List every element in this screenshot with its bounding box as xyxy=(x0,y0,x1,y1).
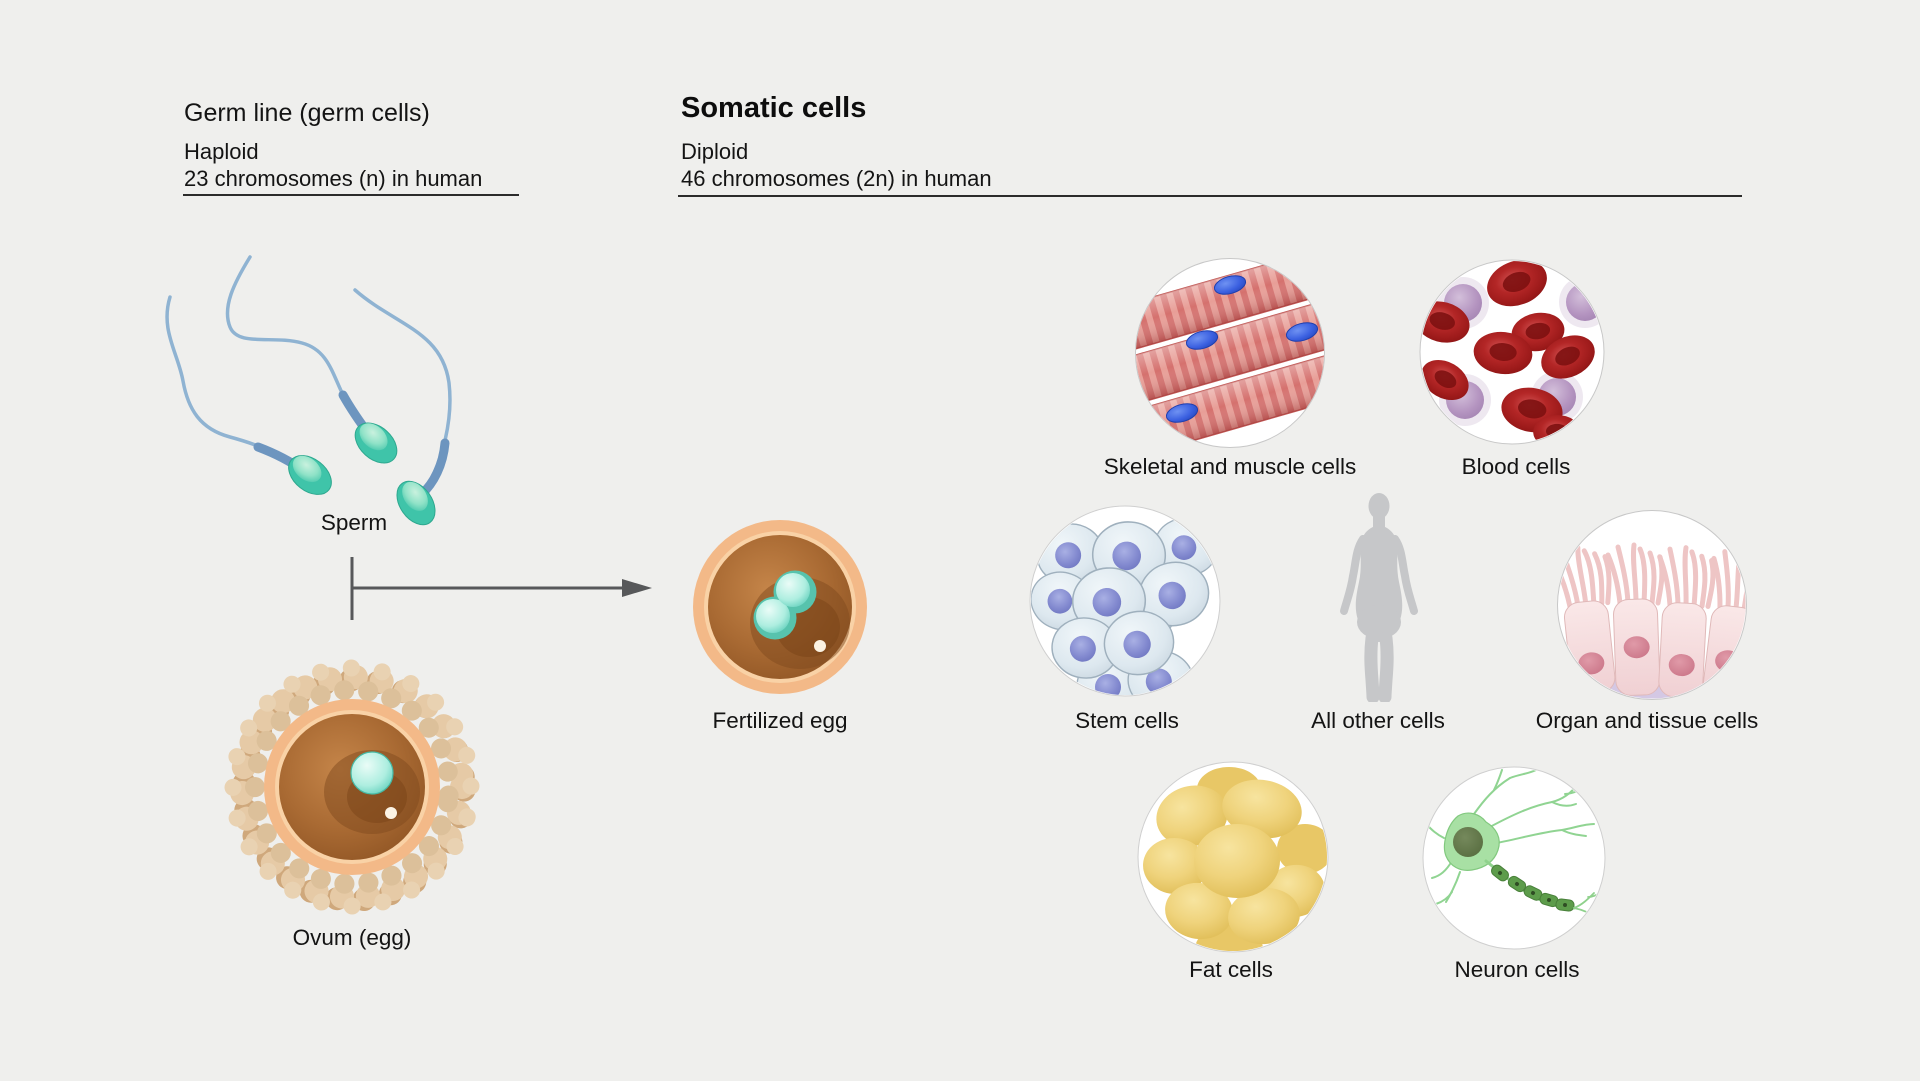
fertilized-egg-illustration xyxy=(693,520,867,694)
somatic-underline xyxy=(678,195,1742,197)
sperm-illustration xyxy=(165,255,452,526)
neuron-cells-illustration xyxy=(1422,766,1606,950)
germ-line-ploidy: Haploid xyxy=(184,139,259,164)
neuron-cells-label: Neuron cells xyxy=(1454,957,1580,982)
somatic-title: Somatic cells xyxy=(681,92,867,124)
stem-cells-illustration xyxy=(1029,505,1221,697)
ovum-illustration xyxy=(224,659,480,915)
ovum-label: Ovum (egg) xyxy=(292,925,412,950)
germ-line-underline xyxy=(183,194,519,196)
germ-line-chromosomes: 23 chromosomes (n) in human xyxy=(184,166,483,191)
germ-line-title: Germ line (germ cells) xyxy=(184,99,430,127)
fertilized-egg-label: Fertilized egg xyxy=(712,708,848,733)
somatic-chromosomes: 46 chromosomes (2n) in human xyxy=(681,166,992,191)
blood-cells-illustration xyxy=(1419,259,1605,445)
fertilization-arrow xyxy=(350,557,652,620)
skeletal-muscle-label: Skeletal and muscle cells xyxy=(1103,454,1357,479)
organ-tissue-illustration xyxy=(1557,510,1747,700)
skeletal-muscle-illustration xyxy=(1135,258,1325,448)
sperm-label: Sperm xyxy=(320,510,388,535)
blood-cells-label: Blood cells xyxy=(1461,454,1571,479)
stem-cells-label: Stem cells xyxy=(1075,708,1179,733)
organ-tissue-label: Organ and tissue cells xyxy=(1535,708,1759,733)
all-other-cells-label: All other cells xyxy=(1311,708,1445,733)
human-silhouette xyxy=(1340,493,1418,702)
somatic-ploidy: Diploid xyxy=(681,139,749,164)
fat-cells-illustration xyxy=(1137,761,1329,953)
fat-cells-label: Fat cells xyxy=(1189,957,1273,982)
